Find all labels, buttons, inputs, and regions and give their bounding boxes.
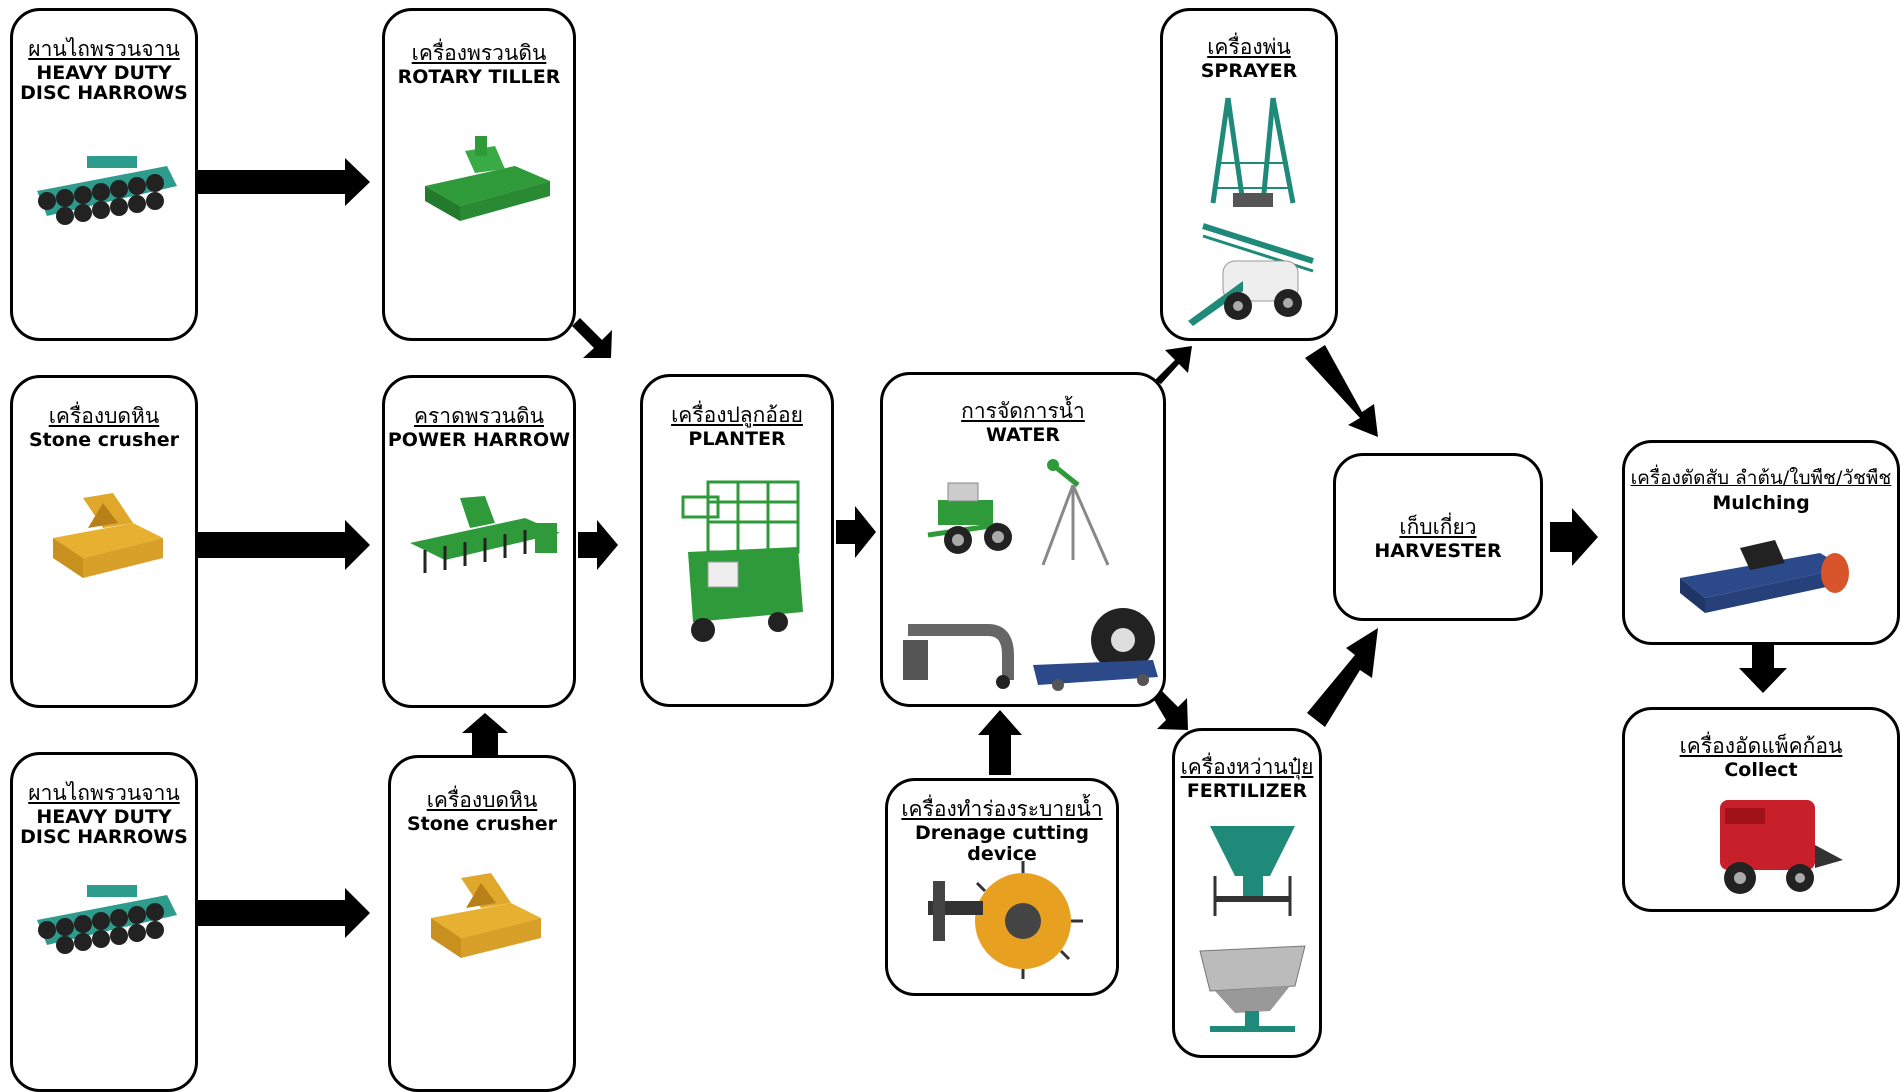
box-mulching: เครื่องตัดสับ ลำต้น/ใบพืช/วัชพืช Mulchin… <box>1622 440 1900 645</box>
box-title-thai: เก็บเกี่ยว <box>1399 515 1477 539</box>
box-title-thai: เครื่องปลูกอ้อย <box>671 403 803 427</box>
fertilizer-hopper-illustration <box>1199 945 1306 1032</box>
box-fertilizer: เครื่องหว่านปุ๋ย FERTILIZER <box>1172 728 1322 1058</box>
box-sprayer: เครื่องพ่น SPRAYER <box>1160 8 1338 341</box>
stone-crusher-illustration <box>53 493 163 578</box>
rotary-tiller-illustration <box>425 136 550 221</box>
box-stone-crusher-left: เครื่องบดหิน Stone crusher <box>10 375 198 708</box>
arrow-crusher-to-harrow <box>198 520 370 570</box>
box-title-english-line2: DISC HARROWS <box>20 826 188 848</box>
arrow-water-to-sprayer <box>1155 346 1192 384</box>
box-title-thai: ผานไถพรวนจาน <box>28 37 180 61</box>
box-title-thai: เครื่องพรวนดิน <box>411 41 547 65</box>
arrow-tiller-to-planter <box>566 318 612 358</box>
fertilizer-spreader-illustration <box>1210 826 1295 916</box>
box-harvester: เก็บเกี่ยว HARVESTER <box>1333 453 1543 621</box>
box-title-english: POWER HARROW <box>387 429 571 451</box>
box-water: การจัดการน้ำ WATER <box>880 372 1166 707</box>
box-title-english: Stone crusher <box>406 813 558 835</box>
box-title-english: Mulching <box>1712 492 1810 514</box>
box-title-english: SPRAYER <box>1200 60 1298 82</box>
hose-reel-illustration <box>1033 608 1158 691</box>
box-title-english: FERTILIZER <box>1186 780 1308 802</box>
arrow-mulching-to-collect <box>1739 645 1787 693</box>
disc-harrow-illustration <box>37 156 177 225</box>
box-drainage-cutting-device: เครื่องทำร่องระบายน้ำ Drenage cutting de… <box>885 778 1119 996</box>
arrow-fertilizer-to-harvester <box>1307 628 1378 727</box>
box-title-english: PLANTER <box>688 428 786 450</box>
box-title-english: Drenage cutting device <box>914 822 1090 865</box>
sprayer-boom-illustration <box>1210 97 1296 207</box>
baler-illustration <box>1720 800 1843 894</box>
box-title-thai: เครื่องอัดแพ็คก้อน <box>1679 734 1843 758</box>
box-title-thai: เครื่องบดหิน <box>48 404 160 428</box>
box-title-english: HEAVY DUTY <box>36 806 172 828</box>
box-title-english-line2: DISC HARROWS <box>20 82 188 104</box>
box-power-harrow: คราดพรวนดิน POWER HARROW <box>382 375 576 708</box>
planter-illustration <box>681 480 803 642</box>
box-title-thai: เครื่องบดหิน <box>426 788 538 812</box>
box-title-thai: เครื่องพ่น <box>1207 35 1291 59</box>
mulcher-illustration <box>1680 540 1849 613</box>
power-harrow-illustration <box>410 496 560 573</box>
box-title-english: HEAVY DUTY <box>36 62 172 84</box>
stone-crusher-illustration <box>431 873 541 958</box>
box-title-thai: ผานไถพรวนจาน <box>28 781 180 805</box>
box-title-english: ROTARY TILLER <box>397 66 561 88</box>
box-collect: เครื่องอัดแพ็คก้อน Collect <box>1622 707 1900 912</box>
box-title-english: Collect <box>1724 759 1798 781</box>
box-disc-harrows-bottom: ผานไถพรวนจาน HEAVY DUTY DISC HARROWS <box>10 752 198 1092</box>
box-rotary-tiller: เครื่องพรวนดิน ROTARY TILLER <box>382 8 576 341</box>
sprayer-tank-illustration <box>1188 223 1314 326</box>
arrow-planter-to-water <box>836 506 876 558</box>
arrow-disc-to-tiller <box>198 158 370 206</box>
drainage-pipe-illustration <box>903 624 1014 689</box>
arrow-crusher-up <box>462 713 508 755</box>
box-title-thai: เครื่องตัดสับ ลำต้น/ใบพืช/วัชพืช <box>1630 467 1892 489</box>
box-title-english: Stone crusher <box>28 429 180 451</box>
arrow-water-to-fertilizer <box>1153 690 1188 730</box>
box-title-thai: เครื่องหว่านปุ๋ย <box>1180 755 1314 779</box>
box-title-english: WATER <box>986 424 1060 446</box>
disc-harrow-illustration <box>37 885 177 954</box>
arrow-harrow-to-planter <box>578 520 618 570</box>
box-title-thai: เครื่องทำร่องระบายน้ำ <box>901 797 1103 821</box>
sprinkler-illustration <box>1041 459 1110 566</box>
arrow-sprayer-to-harvester <box>1305 345 1378 437</box>
water-pump-illustration <box>927 482 1012 554</box>
drainage-cutter-illustration <box>928 861 1083 979</box>
arrow-disc-to-crusher <box>198 888 370 938</box>
arrow-harvester-to-mulching <box>1550 508 1598 566</box>
box-disc-harrows-top: ผานไถพรวนจาน HEAVY DUTY DISC HARROWS <box>10 8 198 341</box>
box-title-thai: คราดพรวนดิน <box>413 404 545 428</box>
box-planter: เครื่องปลูกอ้อย PLANTER <box>640 374 834 707</box>
box-title-thai: การจัดการน้ำ <box>961 399 1085 423</box>
box-stone-crusher-center: เครื่องบดหิน Stone crusher <box>388 755 576 1092</box>
arrow-drainage-up <box>978 710 1022 775</box>
box-title-english: HARVESTER <box>1374 540 1502 562</box>
